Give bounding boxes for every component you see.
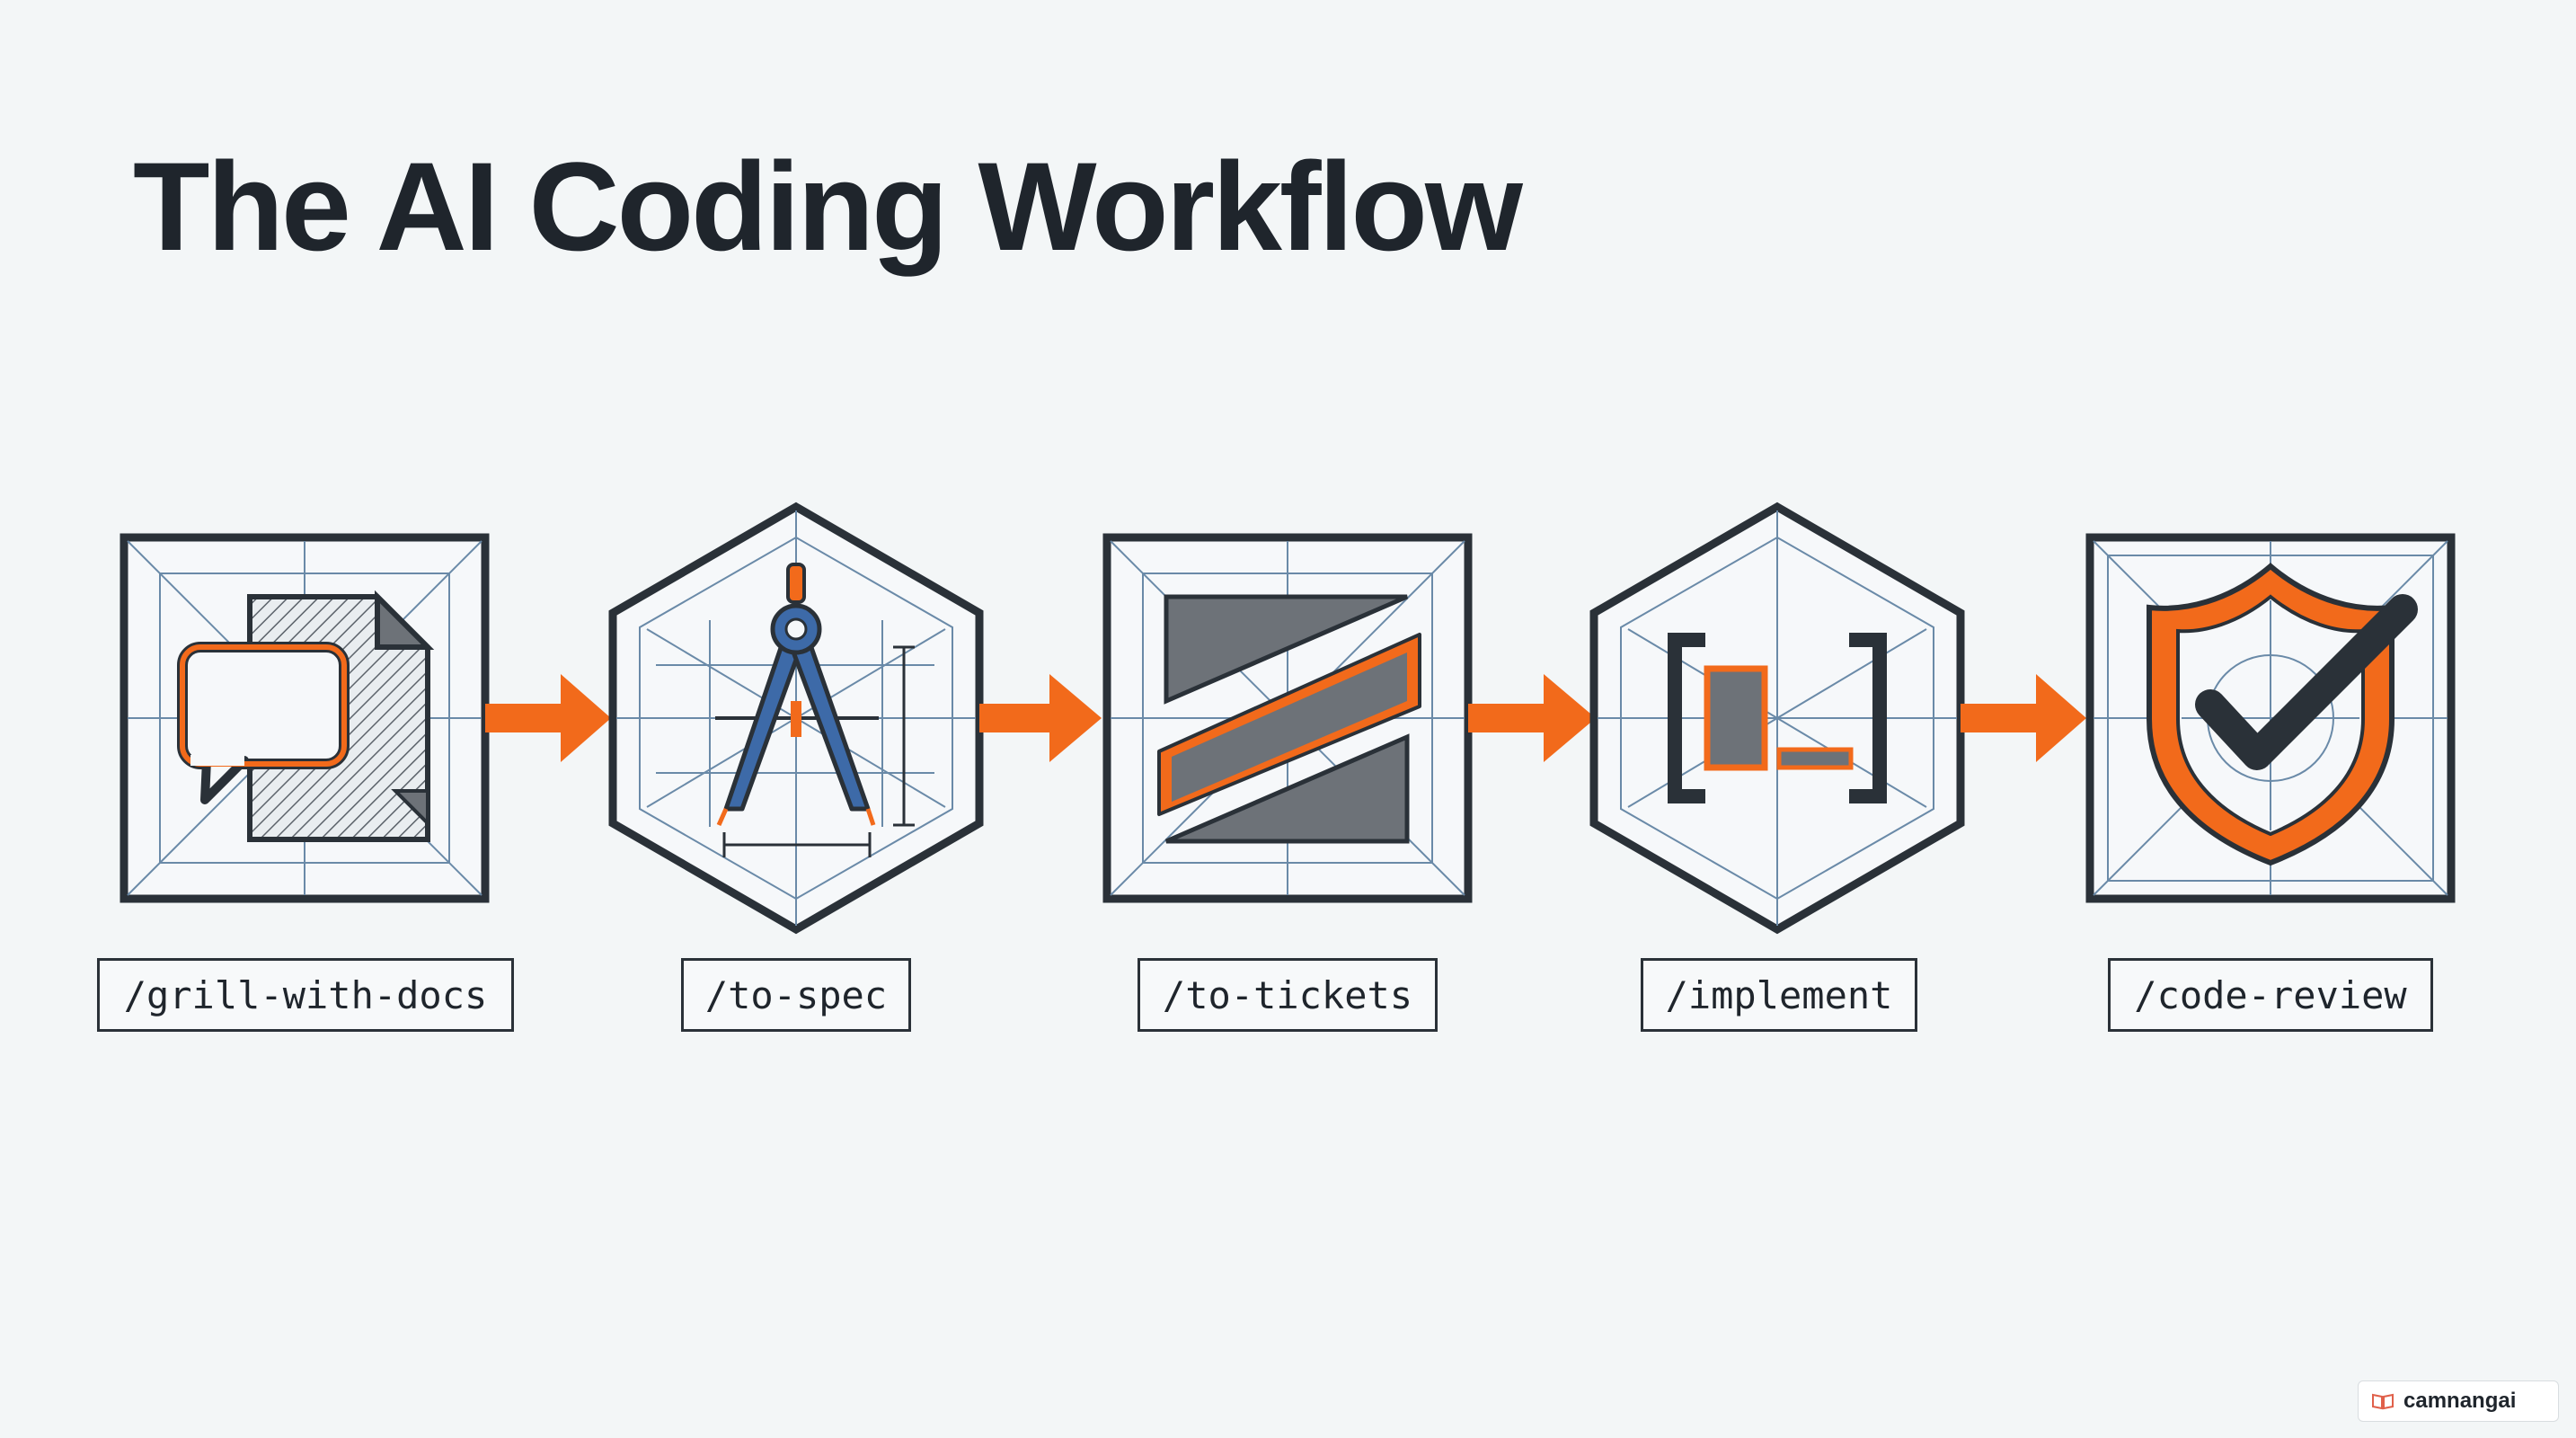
flow-arrow-2 bbox=[979, 674, 1102, 762]
document-chat-icon bbox=[177, 590, 435, 842]
step-2-command-label: /to-spec bbox=[681, 958, 911, 1032]
compass-drafting-icon bbox=[715, 563, 915, 857]
watermark-badge: camnangai bbox=[2358, 1380, 2559, 1422]
page-title: The AI Coding Workflow bbox=[133, 136, 1523, 277]
flow-arrow-3 bbox=[1468, 674, 1596, 762]
step-5-command-label: /code-review bbox=[2108, 958, 2433, 1032]
step-1-command-label: /grill-with-docs bbox=[97, 958, 514, 1032]
ticket-split-icon bbox=[1157, 594, 1421, 844]
shield-check-icon bbox=[2147, 563, 2418, 866]
flow-arrow-1 bbox=[485, 674, 611, 762]
watermark-text: camnangai bbox=[2403, 1389, 2517, 1413]
step-4-frame bbox=[1589, 502, 1965, 935]
terminal-brackets-icon bbox=[1668, 633, 1887, 803]
book-icon bbox=[2372, 1393, 2394, 1410]
flow-arrow-4 bbox=[1961, 674, 2086, 762]
step-3-command-label: /to-tickets bbox=[1138, 958, 1438, 1032]
step-4-command-label: /implement bbox=[1641, 958, 1917, 1032]
